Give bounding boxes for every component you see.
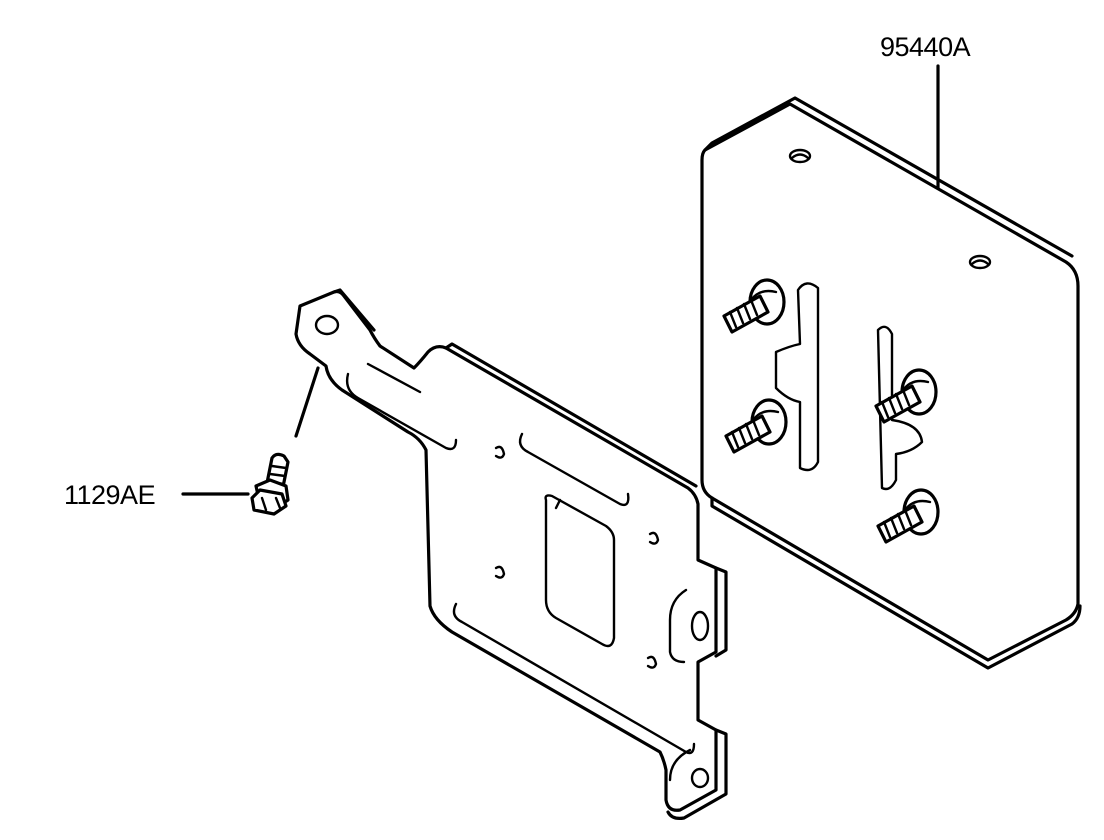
bracket-tab-hole [314,314,340,336]
hex-bolt[interactable] [250,452,290,516]
bolt-part-number-label: 1129AE [64,480,155,510]
bracket-flange-hole [668,588,710,664]
module-stud [874,368,938,424]
bracket-flange-hole [668,748,710,789]
module-stud [876,488,940,544]
module-part-number-label: 95440A [880,32,971,62]
bracket-hole [648,531,660,545]
bracket-hole [646,655,658,669]
module-mount-hole [788,148,812,164]
module-mount-hole [968,254,992,270]
mounting-bracket[interactable] [294,288,728,820]
control-module[interactable] [700,96,1082,670]
bolt-to-bracket-dashed-leader [294,366,320,438]
bracket-hole [494,565,506,579]
bracket-hole [494,445,506,459]
module-stud [722,278,786,334]
module-stud [724,398,788,454]
